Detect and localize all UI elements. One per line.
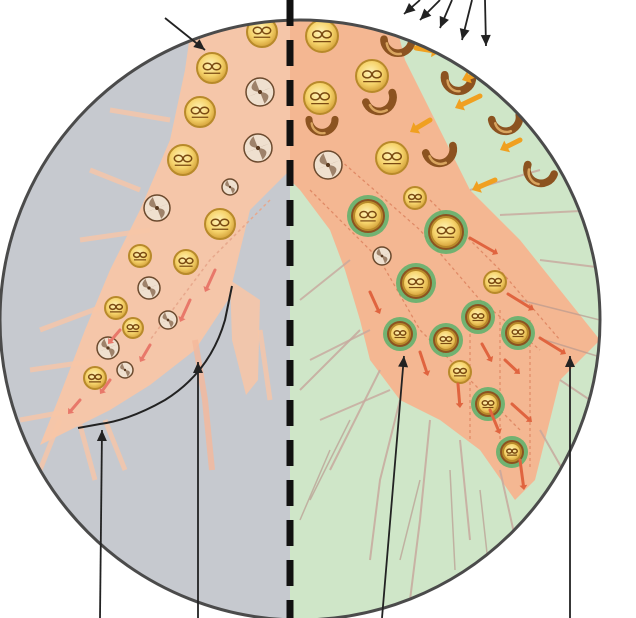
round-cell-icon — [376, 142, 408, 174]
fan-particle-icon — [373, 247, 391, 265]
round-cell-icon — [383, 317, 417, 351]
pointer-arrow — [481, 0, 491, 46]
fan-particle-icon — [117, 362, 133, 378]
orange-arrow-icon — [448, 33, 470, 46]
round-cell-icon — [496, 436, 528, 468]
round-cell-icon — [185, 97, 215, 127]
round-cell-icon — [356, 60, 388, 92]
round-cell-icon — [197, 53, 227, 83]
round-cell-icon — [501, 316, 535, 350]
round-cell-icon — [484, 271, 506, 293]
round-cell-icon — [304, 82, 336, 114]
pointer-arrow — [420, 0, 440, 20]
round-cell-icon — [429, 323, 463, 357]
pointer-arrow — [440, 0, 452, 28]
round-cell-icon — [174, 250, 198, 274]
round-cell-icon — [424, 210, 468, 254]
round-cell-icon — [129, 245, 151, 267]
fan-particle-icon — [159, 311, 177, 329]
round-cell-icon — [396, 263, 436, 303]
round-cell-icon — [168, 145, 198, 175]
fan-particle-icon — [222, 179, 238, 195]
round-cell-icon — [306, 20, 338, 52]
round-cell-icon — [461, 300, 495, 334]
round-cell-icon — [84, 367, 106, 389]
fan-particle-icon — [314, 151, 342, 179]
round-cell-icon — [471, 387, 505, 421]
round-cell-icon — [205, 209, 235, 239]
round-cell-icon — [123, 318, 143, 338]
fan-particle-icon — [97, 337, 119, 359]
fan-particle-icon — [144, 195, 170, 221]
round-cell-icon — [105, 297, 127, 319]
pointer-arrow — [404, 0, 420, 14]
round-cell-icon — [347, 195, 389, 237]
round-cell-icon — [404, 187, 426, 209]
fan-particle-icon — [244, 134, 272, 162]
fan-particle-icon — [138, 277, 160, 299]
pointer-arrow — [460, 0, 472, 40]
fan-particle-icon — [246, 78, 274, 106]
round-cell-icon — [449, 361, 471, 383]
